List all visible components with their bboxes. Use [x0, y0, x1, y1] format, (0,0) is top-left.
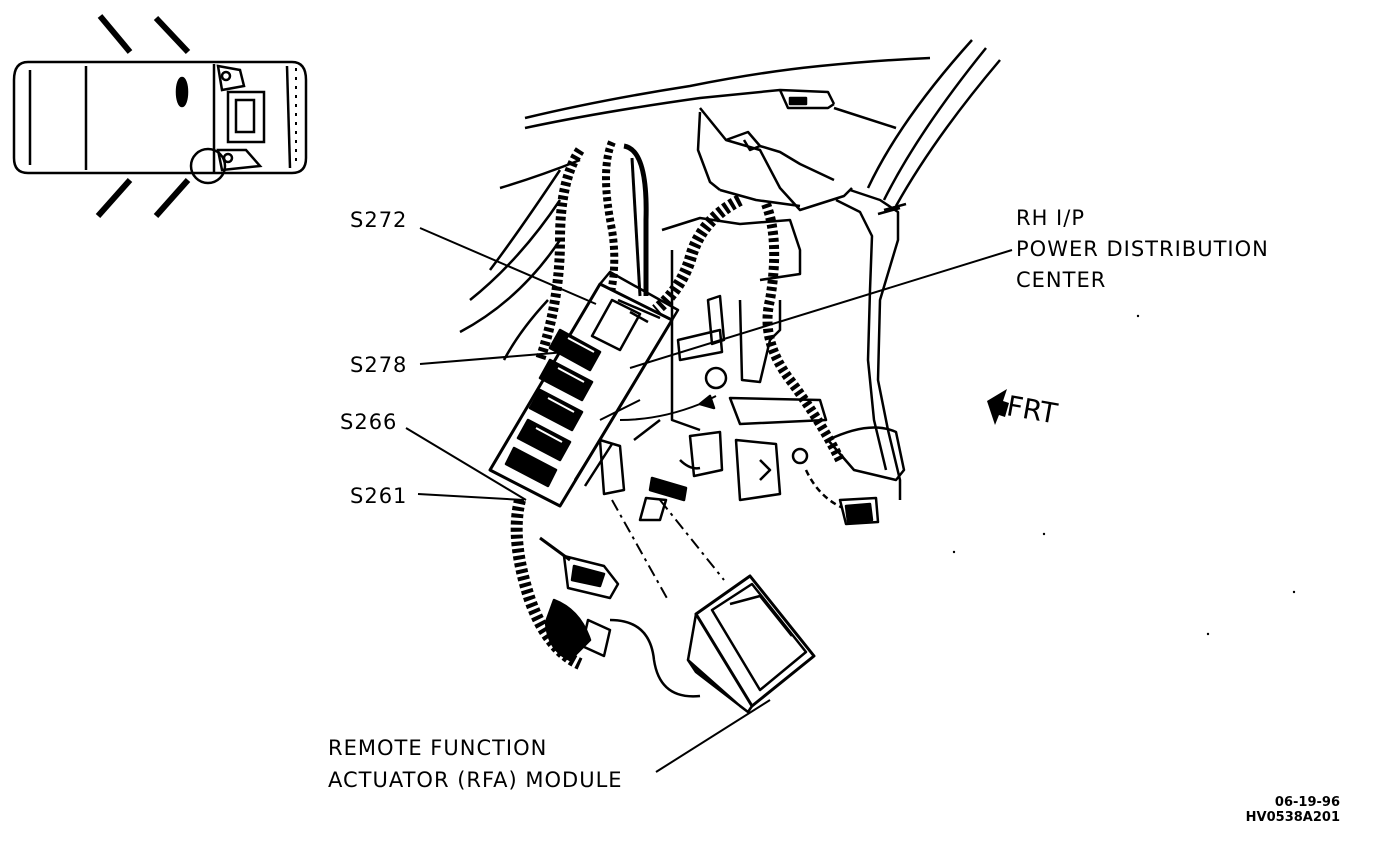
- pdc-label-line2: POWER DISTRIBUTION: [1016, 237, 1269, 261]
- figure-date: 06-19-96: [1274, 795, 1340, 810]
- leader-lines: [405, 227, 1013, 773]
- figure-code: HV0538A201: [1245, 810, 1340, 825]
- leader-s272: [419, 227, 597, 305]
- leader-s278: [419, 351, 567, 365]
- dash-assembly-illustration: [459, 39, 1001, 714]
- leader-s266: [405, 427, 527, 501]
- rfa-label-line1: REMOTE FUNCTION: [328, 736, 548, 760]
- leader-pdc: [629, 249, 1013, 369]
- vehicle-top-view-icon: [12, 14, 308, 218]
- front-direction-label: FRT: [1004, 389, 1060, 431]
- splice-label-s266: S266: [340, 410, 398, 434]
- pdc-label-line3: CENTER: [1016, 268, 1107, 292]
- splice-label-s261: S261: [350, 484, 408, 508]
- pdc-label-line1: RH I/P: [1016, 206, 1085, 230]
- leader-rfa: [655, 699, 771, 773]
- scan-specks: [952, 314, 1296, 636]
- leader-s261: [417, 493, 525, 501]
- front-direction-indicator: FRT: [985, 383, 1085, 443]
- arrow-left-icon: [987, 389, 1009, 425]
- splice-label-s278: S278: [350, 353, 408, 377]
- rfa-label-line2: ACTUATOR (RFA) MODULE: [328, 768, 623, 792]
- splice-label-s272: S272: [350, 208, 408, 232]
